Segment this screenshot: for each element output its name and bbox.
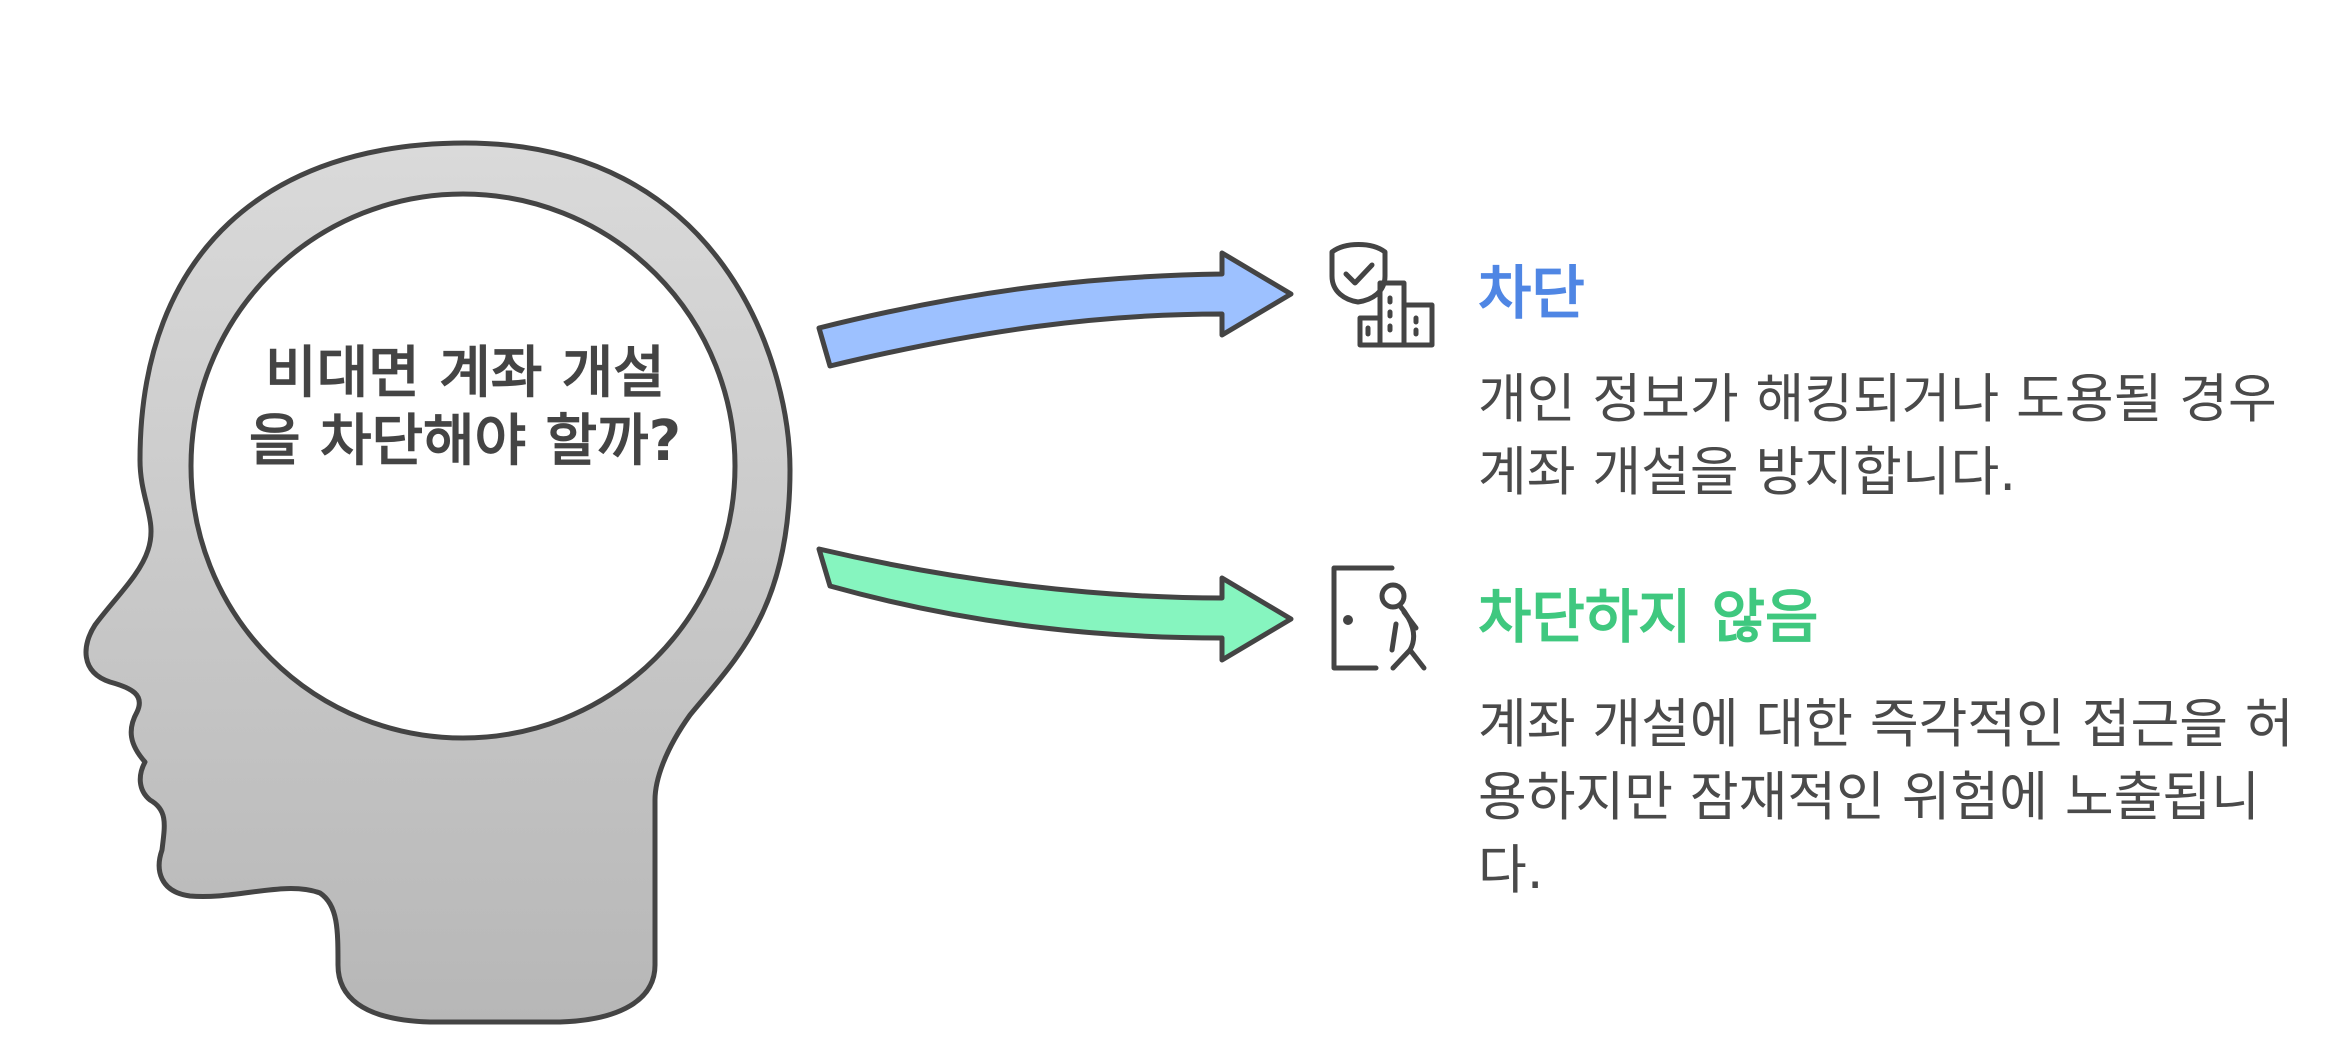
option-block-title: 차단 xyxy=(1478,259,1585,327)
arrow-allow xyxy=(816,546,1294,663)
arrow-block xyxy=(816,250,1294,369)
option-allow-title: 차단하지 않음 xyxy=(1478,583,1819,651)
brain-circle xyxy=(188,191,738,741)
option-block-description: 개인 정보가 해킹되거나 도용될 경우 계좌 개설을 방지합니다. xyxy=(1478,369,2277,503)
central-question: 비대면 계좌 개설을 차단해야 할까? xyxy=(248,341,682,474)
option-allow-description: 계좌 개설에 대한 즉각적인 접근을 허용하지만 잠재적인 위험에 노출됩니다. xyxy=(1478,694,2294,901)
person-leaving-door-icon xyxy=(1331,565,1427,671)
shield-building-icon xyxy=(1329,242,1435,348)
